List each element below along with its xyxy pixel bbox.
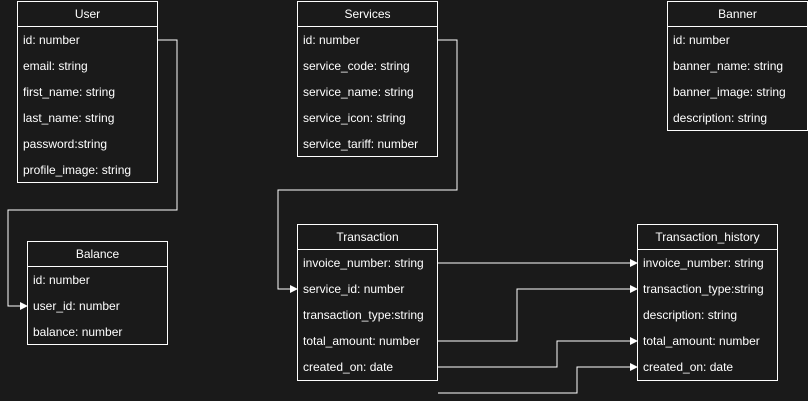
field-transaction-total-amount: total_amount: number (303, 334, 420, 348)
field-user-last-name: last_name: string (23, 111, 115, 125)
field-transaction-created-on: created_on: date (303, 360, 394, 374)
field-history-transaction-type: transaction_type:string (643, 282, 764, 296)
relation-created-on-to-total (438, 337, 638, 368)
field-user-profile-image: profile_image: string (23, 163, 132, 177)
field-user-password: password:string (23, 137, 108, 151)
entity-services[interactable]: Services id: number service_code: string… (297, 1, 438, 157)
field-user-id: id: number (23, 33, 80, 47)
field-history-total-amount: total_amount: number (643, 334, 760, 348)
field-user-first-name: first_name: string (23, 85, 116, 99)
entity-title: Services (298, 2, 437, 27)
field-services-icon: service_icon: string (303, 111, 406, 125)
field-balance-user-id: user_id: number (33, 299, 120, 313)
field-transaction-type: transaction_type:string (303, 308, 424, 322)
entity-title: Banner (668, 2, 807, 27)
field-banner-name: banner_name: string (673, 59, 784, 73)
field-history-description: description: string (643, 308, 738, 322)
field-transaction-invoice-number: invoice_number: string (303, 256, 424, 270)
entity-transaction[interactable]: Transaction invoice_number: string servi… (297, 224, 438, 381)
field-transaction-service-id: service_id: number (303, 282, 405, 296)
field-history-created-on: created_on: date (643, 360, 734, 374)
field-balance-id: id: number (33, 273, 90, 287)
relation-total-amount-to-type (438, 285, 638, 342)
field-services-id: id: number (303, 33, 360, 47)
entity-title: User (18, 2, 157, 27)
entity-user[interactable]: User id: number email: string first_name… (17, 1, 158, 183)
entity-transaction-history[interactable]: Transaction_history invoice_number: stri… (637, 224, 778, 381)
entity-title: Balance (28, 242, 167, 267)
field-services-name: service_name: string (303, 85, 414, 99)
field-history-invoice-number: invoice_number: string (643, 256, 764, 270)
field-banner-id: id: number (673, 33, 730, 47)
entity-title: Transaction_history (638, 225, 777, 250)
entity-banner[interactable]: Banner id: number banner_name: string ba… (667, 1, 808, 131)
field-services-code: service_code: string (303, 59, 410, 73)
field-banner-image: banner_image: string (673, 85, 786, 99)
field-services-tariff: service_tariff: number (303, 137, 419, 151)
relation-bottom-to-created-on (438, 363, 638, 394)
entity-balance[interactable]: Balance id: number user_id: number balan… (27, 241, 168, 345)
field-user-email: email: string (23, 59, 88, 73)
entity-title: Transaction (298, 225, 437, 250)
field-banner-description: description: string (673, 111, 768, 125)
field-balance-balance: balance: number (33, 325, 123, 339)
